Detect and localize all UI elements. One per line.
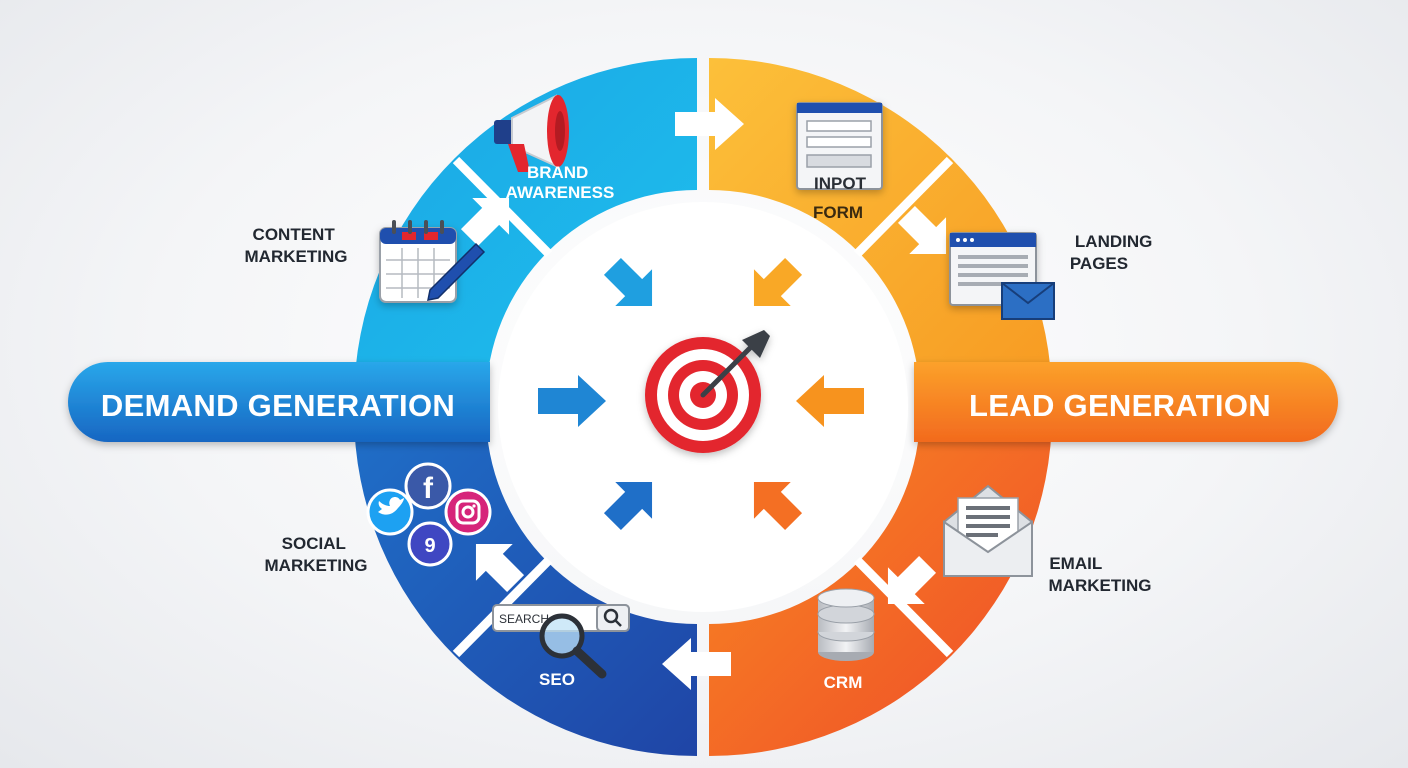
ring-divider <box>853 556 954 658</box>
demand-generation-label: DEMAND GENERATION <box>101 388 455 423</box>
brand-awareness-label: BRAND AWARENESS <box>506 163 615 202</box>
form-label: FORM <box>813 203 863 222</box>
inward-arrow-down-left-icon <box>753 257 803 307</box>
crm-label: CRM <box>824 673 863 692</box>
inward-arrow-left-icon <box>796 375 864 427</box>
flow-arrow-right-icon <box>675 98 744 150</box>
svg-text:9: 9 <box>424 535 435 557</box>
input-form-icon <box>796 102 883 190</box>
flow-arrow-up-right-icon <box>460 197 510 247</box>
lead-generation-label: LEAD GENERATION <box>969 388 1271 423</box>
inward-arrow-down-right-icon <box>603 257 653 307</box>
megaphone-icon <box>494 94 569 172</box>
inward-arrow-right-icon <box>538 375 606 427</box>
open-envelope-icon <box>943 484 1033 577</box>
facebook-icon: f <box>404 462 452 510</box>
input-label: INPOT <box>814 174 867 193</box>
banner-demand-generation <box>68 362 490 442</box>
calendar-pen-icon <box>379 220 486 303</box>
ring-flow-arrows <box>460 98 947 690</box>
instagram-icon <box>444 488 492 536</box>
search-text: SEARCH <box>499 612 549 626</box>
social-network-icon: 9 <box>407 521 453 567</box>
social-media-icons: f 9 <box>366 462 492 567</box>
database-icon <box>817 588 875 661</box>
flow-arrow-up-left-icon <box>475 543 525 593</box>
svg-text:f: f <box>423 472 434 505</box>
ring-divider <box>853 156 954 258</box>
twitter-icon <box>366 488 414 536</box>
landing-page-envelope-icon <box>949 232 1055 320</box>
banner-lead-generation <box>914 362 1338 442</box>
social-marketing-label: SOCIAL MARKETING <box>265 534 368 575</box>
seo-label: SEO <box>539 670 575 689</box>
content-marketing-label: CONTENT MARKETING <box>245 225 348 266</box>
inward-arrows <box>538 257 864 531</box>
landing-pages-label: LANDING PAGES <box>1070 232 1157 273</box>
flow-arrow-down-right-icon <box>897 205 947 255</box>
email-marketing-label: EMAIL MARKETING <box>1049 554 1152 595</box>
flow-arrow-down-left-icon <box>887 555 937 605</box>
flow-arrow-left-icon <box>662 638 731 690</box>
search-bar-magnifier-icon: SEARCH <box>492 604 630 679</box>
inward-arrow-up-left-icon <box>753 481 803 531</box>
target-bullseye-icon <box>645 330 770 453</box>
inward-arrow-up-right-icon <box>603 481 653 531</box>
